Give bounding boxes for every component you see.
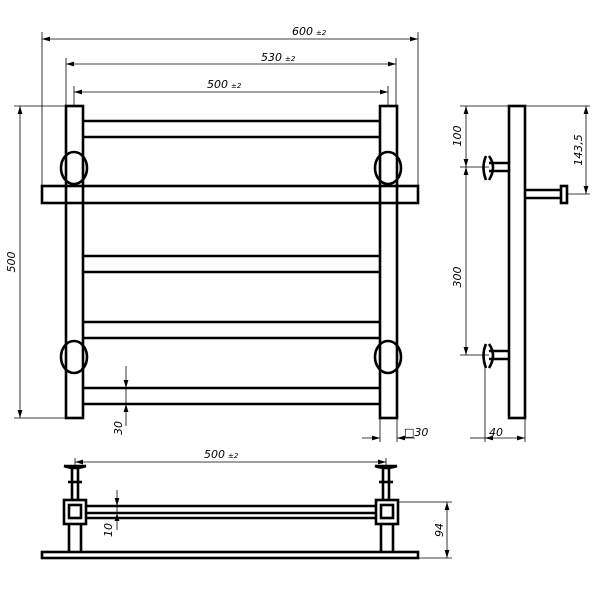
dim-100: 100 [451, 106, 469, 167]
svg-text:530: 530 [261, 51, 282, 64]
front-shelf [40, 184, 420, 205]
svg-text:94: 94 [433, 523, 446, 537]
top-extension-lines [74, 458, 452, 559]
dim-30-gap: 30 [112, 366, 129, 435]
dim-300: 300 [451, 167, 469, 355]
front-rails [83, 119, 380, 406]
svg-text:40: 40 [489, 426, 503, 439]
top-view: 500 ±2 10 94 [40, 448, 452, 560]
side-upright [507, 104, 527, 420]
svg-text:±2: ±2 [316, 29, 327, 37]
svg-text:600: 600 [292, 25, 313, 38]
svg-text:±2: ±2 [231, 82, 242, 90]
dim-530: 530 ±2 [66, 51, 396, 67]
dim-square-30: □30 [362, 426, 428, 441]
top-brackets [68, 468, 393, 500]
svg-text:□30: □30 [404, 426, 428, 439]
dim-10: 10 [102, 490, 120, 537]
top-shelf [40, 550, 420, 560]
front-wall-mounts [59, 150, 403, 375]
svg-text:500: 500 [204, 448, 225, 461]
svg-text:300: 300 [451, 267, 464, 288]
dim-94: 94 [433, 502, 450, 558]
dim-500-rail: 500 ±2 [74, 78, 388, 95]
svg-text:±2: ±2 [285, 55, 296, 63]
svg-text:143,5: 143,5 [572, 134, 585, 166]
front-uprights [64, 104, 399, 420]
top-wall-plates [63, 464, 398, 470]
side-view: 100 143,5 300 40 [451, 104, 590, 442]
svg-text:10: 10 [102, 523, 115, 537]
top-rails [86, 504, 376, 520]
dim-500-height: 500 [5, 106, 23, 418]
top-posts [67, 524, 395, 552]
svg-text:30: 30 [112, 421, 125, 435]
top-uprights [62, 498, 400, 526]
dim-500-top: 500 ±2 [75, 448, 386, 465]
side-bottom-bracket [482, 343, 509, 369]
svg-text:500: 500 [207, 78, 228, 91]
dim-600: 600 ±2 [42, 25, 418, 42]
svg-text:±2: ±2 [228, 452, 239, 460]
side-shelf-arm [525, 184, 569, 205]
dim-40: 40 [470, 426, 525, 441]
svg-text:100: 100 [451, 126, 464, 147]
front-view: 600 ±2 530 ±2 500 ±2 500 30 [5, 25, 428, 442]
dim-143-5: 143,5 [572, 106, 589, 194]
front-extension-lines [14, 32, 419, 442]
svg-text:500: 500 [5, 252, 18, 273]
side-top-bracket [482, 155, 509, 181]
